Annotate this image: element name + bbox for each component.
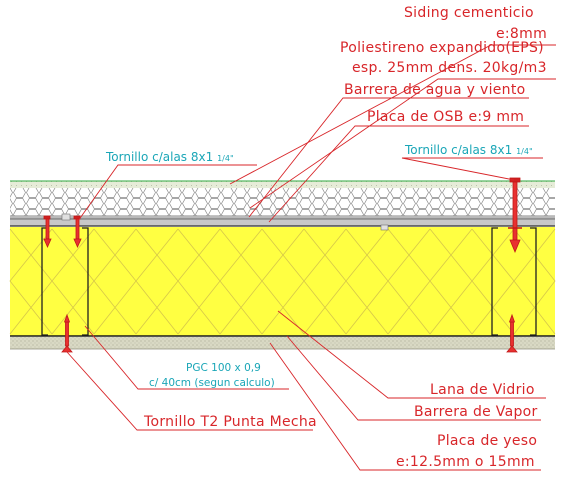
tornillo-right-fraction: 1/4" <box>516 147 533 156</box>
leader-tornillo-t2 <box>66 351 313 431</box>
screw-washer-left <box>61 213 71 221</box>
label-water-barrier: Barrera de agua y viento <box>344 82 526 98</box>
leader-tornillo-right <box>401 157 543 181</box>
leader-water-barrier <box>248 97 529 218</box>
leader-eps <box>249 78 556 209</box>
screw-washer-right <box>380 224 389 231</box>
leader-tornillo-left <box>77 164 257 222</box>
leader-vapor <box>286 335 541 421</box>
label-tornillo-alas-right: Tornillo c/alas 8x1 1/4" <box>405 144 533 156</box>
label-eps: Poliestireno expandido(EPS) <box>340 40 544 56</box>
screw-wing-left-2 <box>73 215 82 248</box>
siding-texture <box>10 181 555 188</box>
label-placa-yeso: Placa de yeso <box>437 433 538 449</box>
label-eps-spec: esp. 25mm dens. 20kg/m3 <box>352 60 547 76</box>
screw-wing-right <box>508 177 522 254</box>
label-siding-thickness: e:8mm <box>496 26 548 42</box>
eps-hex-cells <box>10 188 555 216</box>
leader-lana <box>277 310 546 399</box>
glass-wool-layer <box>10 227 555 336</box>
screw-wing-left-1 <box>43 215 52 248</box>
leader-osb <box>268 125 529 223</box>
glass-wool-hatch <box>9 228 556 335</box>
pgc-stud-right <box>491 227 537 336</box>
leader-yeso <box>269 342 541 471</box>
tornillo-left-fraction: 1/4" <box>217 154 234 163</box>
label-siding-cementicio: Siding cementicio <box>404 5 534 21</box>
label-lana-vidrio: Lana de Vidrio <box>430 382 535 398</box>
tornillo-right-text: Tornillo c/alas 8x1 <box>405 143 513 157</box>
leader-siding <box>229 44 556 185</box>
label-pgc-spacing: c/ 40cm (segun calculo) <box>149 377 275 389</box>
label-barrera-vapor: Barrera de Vapor <box>414 404 538 420</box>
screw-t2-right <box>506 313 518 353</box>
label-yeso-thickness: e:12.5mm o 15mm <box>396 454 535 470</box>
gypsum-texture <box>10 337 555 349</box>
label-tornillo-t2: Tornillo T2 Punta Mecha <box>144 414 317 430</box>
water-barrier-layer <box>10 216 555 219</box>
osb-layer <box>10 219 555 226</box>
label-pgc-profile: PGC 100 x 0,9 <box>186 362 261 374</box>
label-tornillo-alas-left: Tornillo c/alas 8x1 1/4" <box>106 151 234 163</box>
pgc-stud-left <box>41 227 89 336</box>
tornillo-left-text: Tornillo c/alas 8x1 <box>106 150 214 164</box>
leader-lines-bottom <box>66 310 546 471</box>
label-osb: Placa de OSB e:9 mm <box>367 109 525 125</box>
leader-pgc <box>84 325 289 390</box>
leader-lines-top <box>77 44 556 223</box>
